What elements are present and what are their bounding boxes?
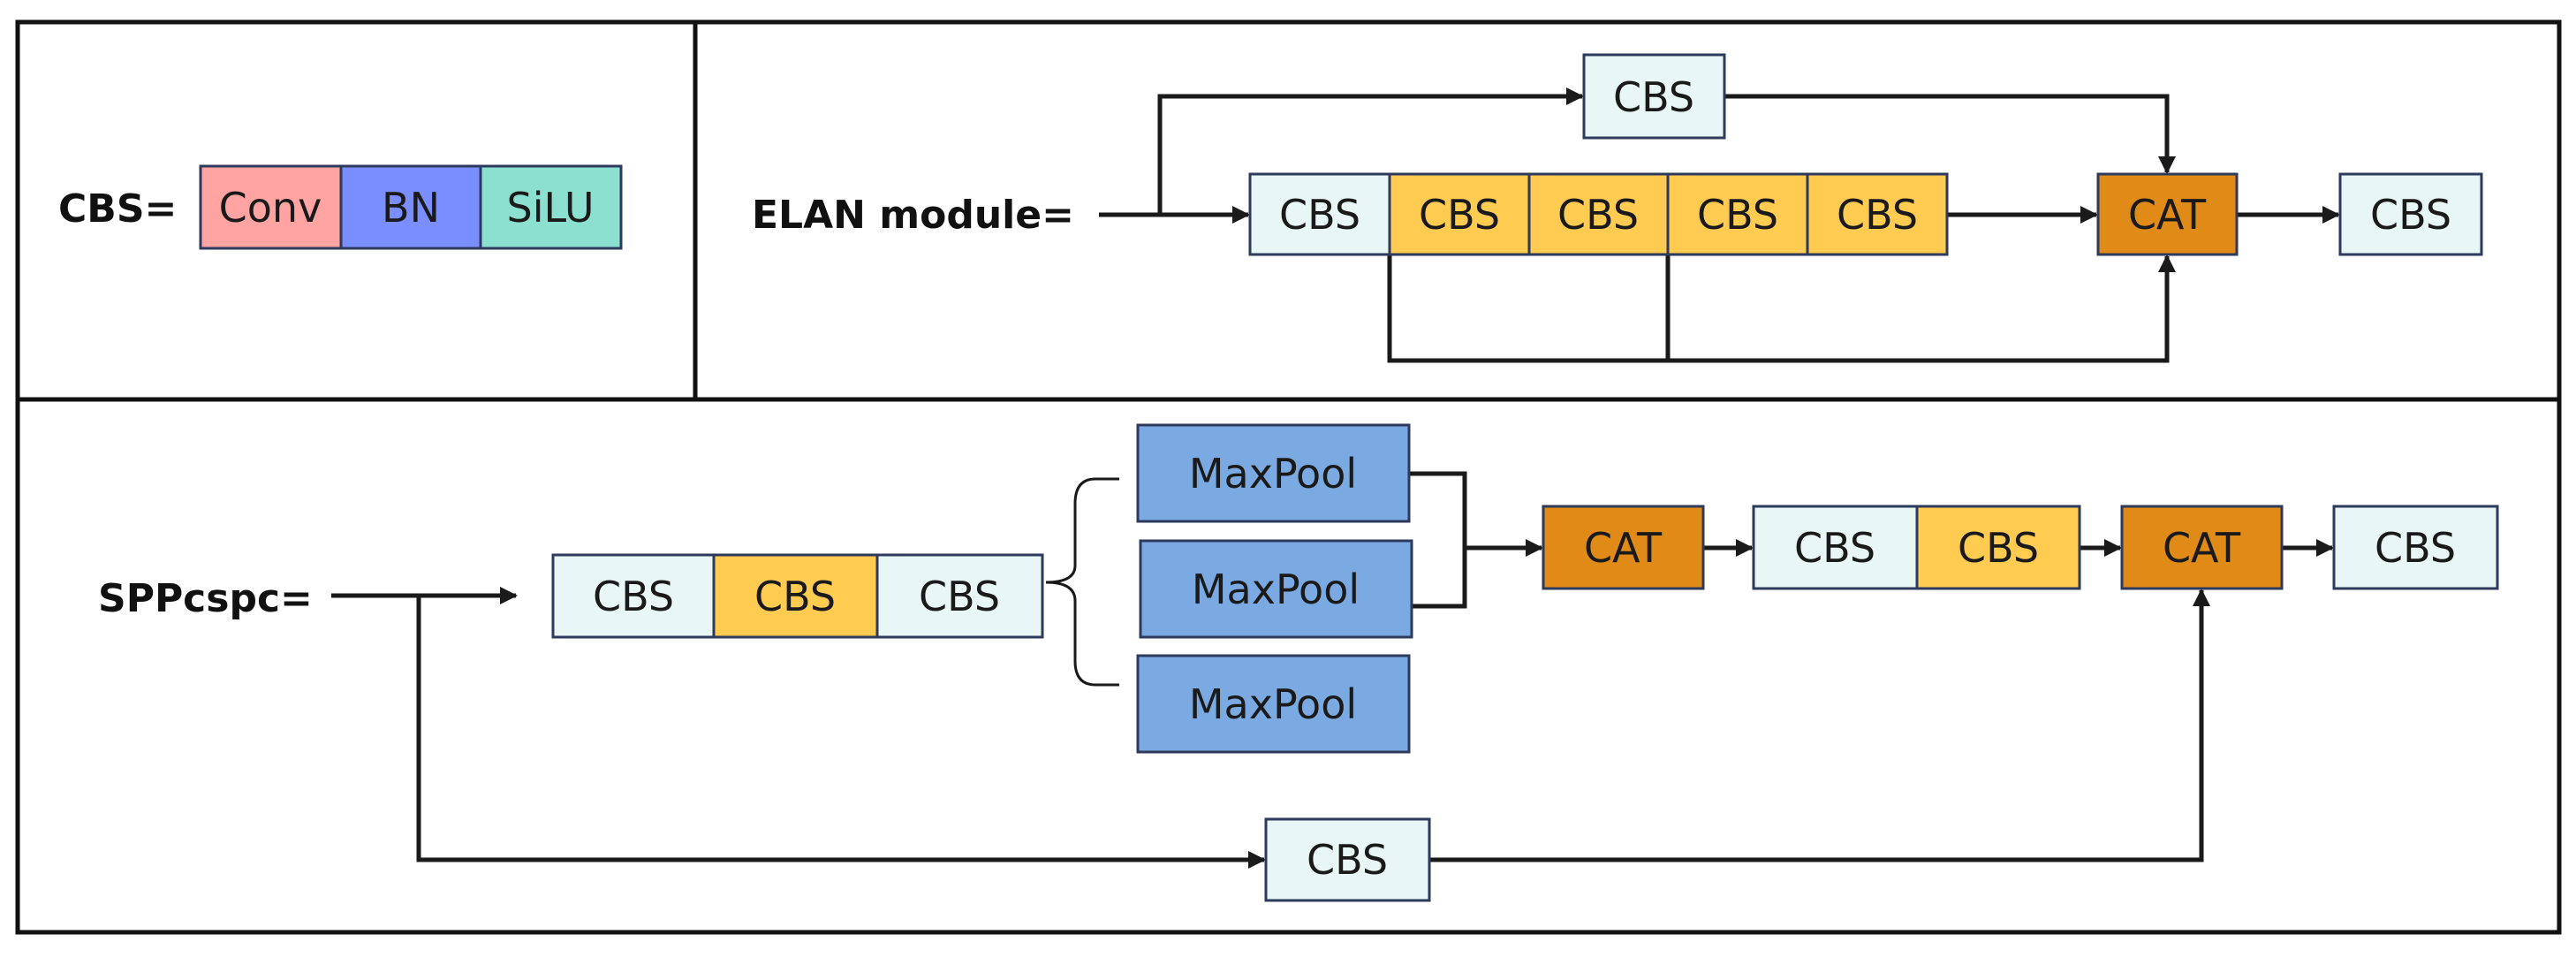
elan-chain-cbs-4-label: CBS bbox=[1697, 191, 1778, 239]
elan-output-cbs: CBS bbox=[2338, 172, 2483, 256]
spp-chain-cbs-1 bbox=[551, 553, 716, 639]
elan-chain-cbs-1 bbox=[1248, 172, 1391, 256]
elan-chain-cbs-3-label: CBS bbox=[1557, 191, 1639, 239]
elan-top-cbs: CBS bbox=[1582, 53, 1726, 140]
spp-chain-cbs-3 bbox=[875, 553, 1044, 639]
spp-maxpools: MaxPool MaxPool MaxPool bbox=[1136, 423, 1413, 754]
elan-top-cbs-label: CBS bbox=[1613, 73, 1694, 121]
conv-rect bbox=[199, 164, 343, 250]
spp-chain-cbs-3-label: CBS bbox=[919, 573, 1000, 620]
spp-output-cbs-rect bbox=[2332, 505, 2499, 590]
spp-mid-chain: CBS CBS bbox=[1752, 505, 2081, 590]
elan-top-cbs-rect bbox=[1582, 53, 1726, 140]
spp-maxpool-merge-line bbox=[1409, 471, 1467, 609]
spp-cat-2-label: CAT bbox=[2163, 524, 2241, 572]
spp-chain-cbs-1-label: CBS bbox=[593, 573, 674, 620]
cbs-label: CBS= bbox=[58, 186, 177, 232]
conv-label: Conv bbox=[219, 184, 322, 232]
spp-mid-cbs-1-label: CBS bbox=[1794, 524, 1875, 572]
sppcspc-label: SPPcspc= bbox=[98, 576, 313, 621]
spp-cat-1-label: CAT bbox=[1584, 524, 1663, 572]
spp-mid-cbs-1 bbox=[1752, 505, 1919, 590]
spp-shortcut-cbs-label: CBS bbox=[1307, 836, 1388, 884]
bn-block: BN bbox=[339, 164, 482, 250]
elan-output-cbs-label: CBS bbox=[2370, 191, 2451, 239]
elan-panel: ELAN module= CBS CBS CBS CBS CBS CBS bbox=[752, 53, 2483, 363]
spp-mid-cbs-2 bbox=[1915, 505, 2081, 590]
elan-chain-cbs-1-label: CBS bbox=[1279, 191, 1360, 239]
spp-cat-2-rect bbox=[2120, 505, 2284, 590]
elan-cat: CAT bbox=[2096, 172, 2239, 256]
spp-shortcut-arrow bbox=[416, 596, 1266, 869]
spp-brace bbox=[1045, 477, 1119, 687]
elan-chain-cbs-2-label: CBS bbox=[1419, 191, 1500, 239]
spp-cat-1: CAT bbox=[1542, 505, 1705, 590]
spp-output-cbs: CBS bbox=[2332, 505, 2499, 590]
maxpool-2-label: MaxPool bbox=[1192, 566, 1360, 613]
elan-cat-label: CAT bbox=[2128, 191, 2207, 239]
maxpool-2 bbox=[1139, 539, 1413, 639]
silu-block: SiLU bbox=[479, 164, 623, 250]
elan-label: ELAN module= bbox=[752, 193, 1074, 238]
spp-shortcut-cbs: CBS bbox=[1264, 817, 1431, 902]
silu-rect bbox=[479, 164, 623, 250]
cbs-definition-panel: CBS= Conv BN SiLU bbox=[58, 164, 623, 250]
maxpool-1-label: MaxPool bbox=[1189, 450, 1357, 497]
spp-chain: CBS CBS CBS bbox=[551, 553, 1044, 639]
elan-chain-cbs-5 bbox=[1806, 172, 1949, 256]
bn-label: BN bbox=[382, 184, 440, 232]
conv-block: Conv bbox=[199, 164, 343, 250]
spp-cat-1-rect bbox=[1542, 505, 1705, 590]
maxpool-3-label: MaxPool bbox=[1189, 680, 1357, 728]
elan-bottom-branch-arrow bbox=[1387, 254, 2176, 363]
elan-chain: CBS CBS CBS CBS CBS bbox=[1248, 172, 1949, 256]
maxpool-1 bbox=[1136, 423, 1411, 523]
elan-top-branch-arrow bbox=[1157, 87, 1584, 215]
silu-label: SiLU bbox=[507, 184, 595, 232]
spp-cat-2: CAT bbox=[2120, 505, 2284, 590]
maxpool-3 bbox=[1136, 654, 1411, 754]
spp-chain-cbs-2 bbox=[712, 553, 879, 639]
elan-top-to-cat-arrow bbox=[1724, 94, 2176, 174]
elan-chain-cbs-5-label: CBS bbox=[1837, 191, 1918, 239]
spp-chain-cbs-2-label: CBS bbox=[754, 573, 836, 620]
spp-shortcut-cbs-rect bbox=[1264, 817, 1431, 902]
sppcspc-panel: SPPcspc= CBS CBS CBS MaxPool MaxPool bbox=[98, 423, 2499, 902]
spp-shortcut-to-cat-arrow bbox=[1429, 589, 2210, 862]
elan-chain-cbs-4 bbox=[1666, 172, 1809, 256]
elan-cat-rect bbox=[2096, 172, 2239, 256]
outer-frame bbox=[15, 19, 2562, 935]
spp-output-cbs-label: CBS bbox=[2375, 524, 2456, 572]
spp-mid-cbs-2-label: CBS bbox=[1958, 524, 2039, 572]
elan-output-cbs-rect bbox=[2338, 172, 2483, 256]
